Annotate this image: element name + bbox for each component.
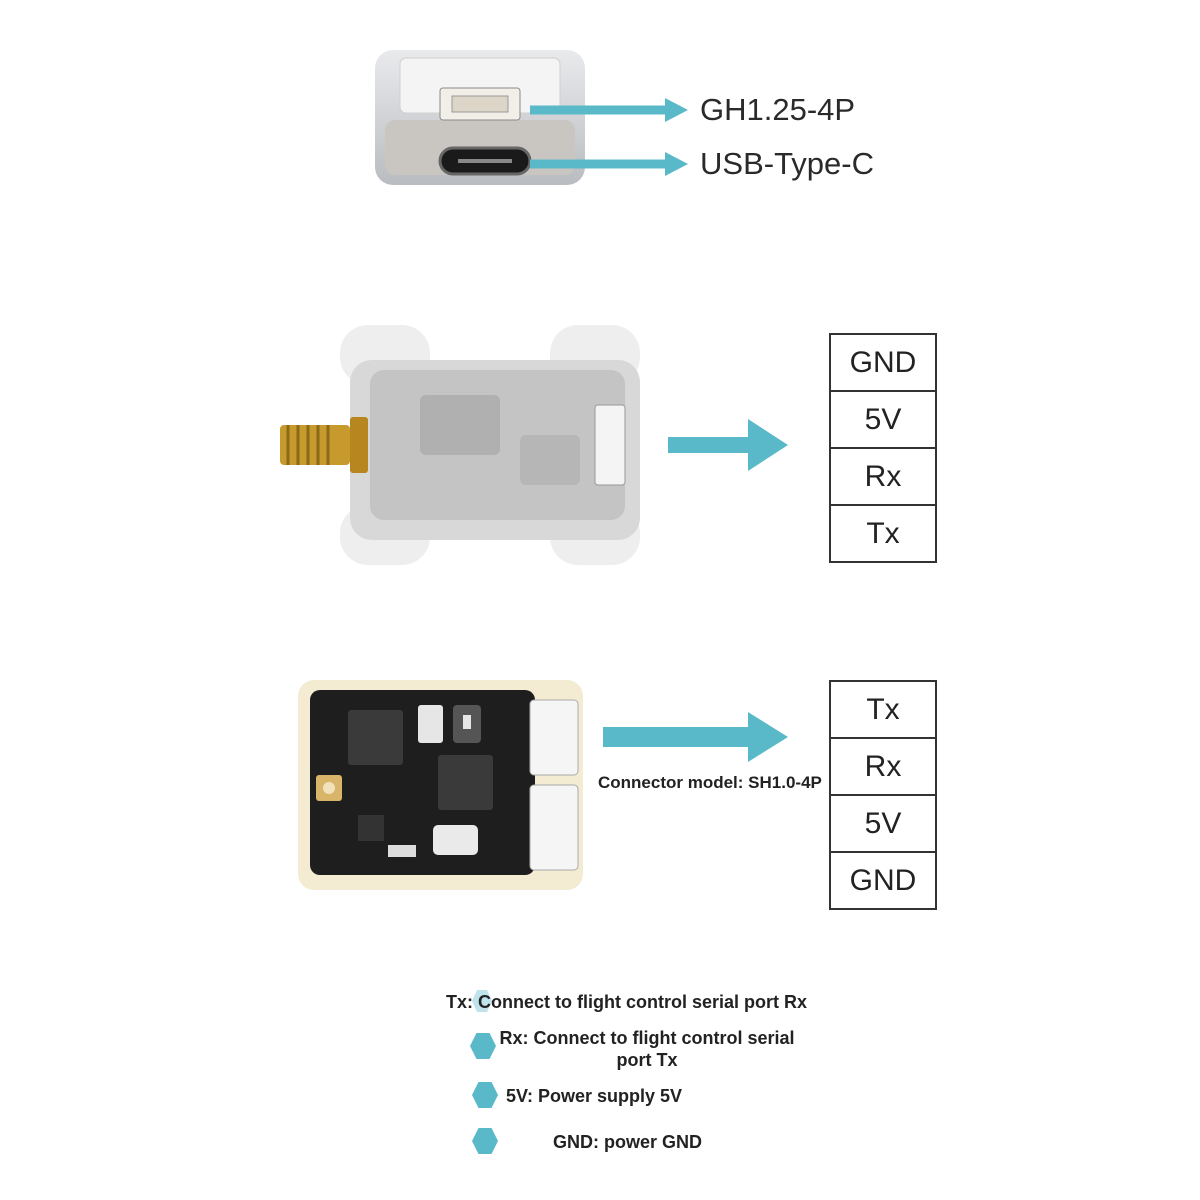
pin-5v: 5V [831,796,935,853]
bottom-pin-table: Tx Rx 5V GND [829,680,937,910]
top-module-drawing [375,50,585,185]
middle-arrow [668,419,788,471]
pin-rx: Rx [831,449,935,506]
note-5v: 5V: Power supply 5V [506,1086,683,1106]
note-tx: Tx: Connect to flight control serial por… [446,992,808,1012]
note-rx: Rx: Connect to flight control serial por… [499,1028,795,1070]
pin-gnd: GND [849,863,917,897]
hexagon-bullet-icon [472,1128,498,1154]
middle-arrow-shaft [668,437,753,453]
pcb-board-image [298,680,583,890]
middle-module-drawing [280,325,640,565]
pcb-board-drawing [298,680,583,890]
label-gh125: GH1.25-4P [700,92,856,127]
middle-pin-table: GND 5V Rx Tx [829,333,937,563]
arrow-usb-head [665,152,688,176]
hexagon-bullet-icon [470,1033,496,1059]
pin-rx: Rx [831,739,935,796]
middle-arrow-head [748,419,788,471]
top-module-image [360,40,600,200]
middle-module-image [270,315,660,575]
top-arrows [530,98,688,176]
pin-gnd: GND [831,335,935,392]
bottom-arrow [603,712,788,762]
label-usb-type-c: USB-Type-C [700,146,874,181]
hexagon-bullet-icon [472,990,492,1012]
pin-tx: Tx [866,516,900,550]
note-gnd: GND: power GND [553,1132,703,1152]
arrow-gh-head [665,98,688,122]
pin-tx: Tx [831,682,935,739]
pin-5v: 5V [831,392,935,449]
bottom-arrow-head [748,712,788,762]
connector-model-note: Connector model: SH1.0-4P [598,773,822,792]
bottom-arrow-shaft [603,727,753,747]
hexagon-bullet-icon [472,1082,498,1108]
